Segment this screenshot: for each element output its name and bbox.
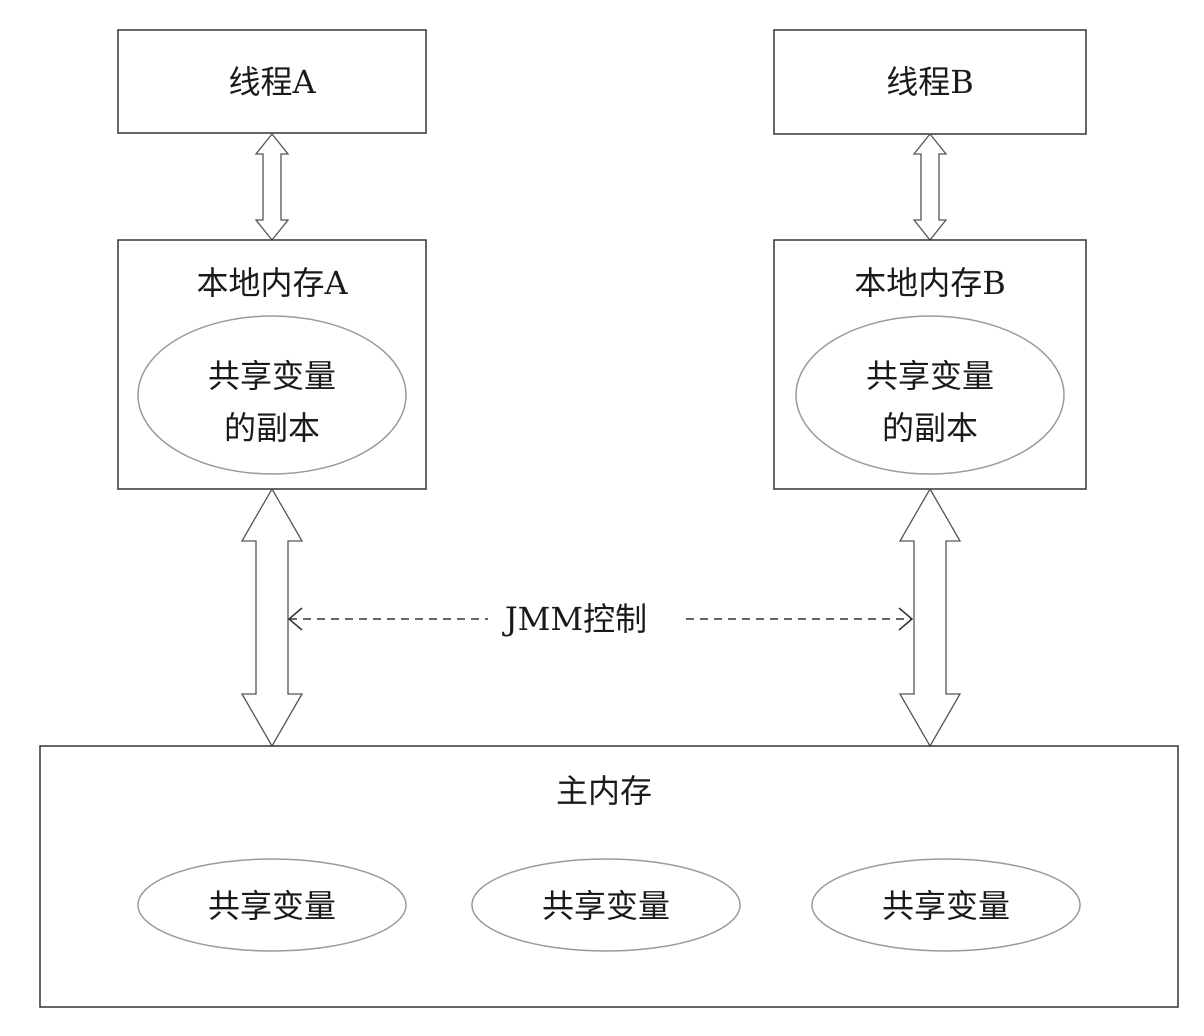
local-copy-a-ellipse xyxy=(137,315,407,475)
shared-variable-ellipse-2 xyxy=(471,858,741,952)
local-copy-b-ellipse xyxy=(795,315,1065,475)
thread-a-label: 线程A xyxy=(228,63,316,101)
shared-variable-label-3: 共享变量 xyxy=(882,887,1010,925)
shared-variable-label-1: 共享变量 xyxy=(208,887,336,925)
jmm-arrowhead-right xyxy=(898,607,914,631)
thread-a-box xyxy=(117,29,427,134)
local-memory-b-node: 本地内存B 共享变量 的副本 xyxy=(773,239,1087,490)
jmm-control-connector: JMM控制 xyxy=(287,600,914,638)
thread-b-label: 线程B xyxy=(886,63,974,101)
jmm-control-label: JMM控制 xyxy=(502,600,647,638)
thread-a-node: 线程A xyxy=(117,29,427,134)
main-memory-label: 主内存 xyxy=(556,772,652,810)
local-b-main-arrow xyxy=(898,487,962,748)
local-a-main-arrow xyxy=(240,487,304,748)
thread-a-local-arrow xyxy=(254,132,290,242)
local-memory-a-label: 本地内存A xyxy=(196,264,348,302)
jmm-arrowhead-left xyxy=(287,607,303,631)
local-copy-b-line1: 共享变量 xyxy=(866,357,994,395)
shared-variable-label-2: 共享变量 xyxy=(542,887,670,925)
shared-variable-ellipse-3 xyxy=(811,858,1081,952)
local-memory-b-label: 本地内存B xyxy=(854,264,1006,302)
main-memory-node: 主内存 共享变量 共享变量 共享变量 xyxy=(39,745,1179,1008)
shared-variable-ellipse-1 xyxy=(137,858,407,952)
local-copy-a-line2: 的副本 xyxy=(224,409,320,447)
local-memory-a-node: 本地内存A 共享变量 的副本 xyxy=(117,239,427,490)
thread-b-box xyxy=(773,29,1087,135)
local-copy-b-line2: 的副本 xyxy=(882,409,978,447)
thread-b-node: 线程B xyxy=(773,29,1087,135)
thread-b-local-arrow xyxy=(912,132,948,242)
local-copy-a-line1: 共享变量 xyxy=(208,357,336,395)
